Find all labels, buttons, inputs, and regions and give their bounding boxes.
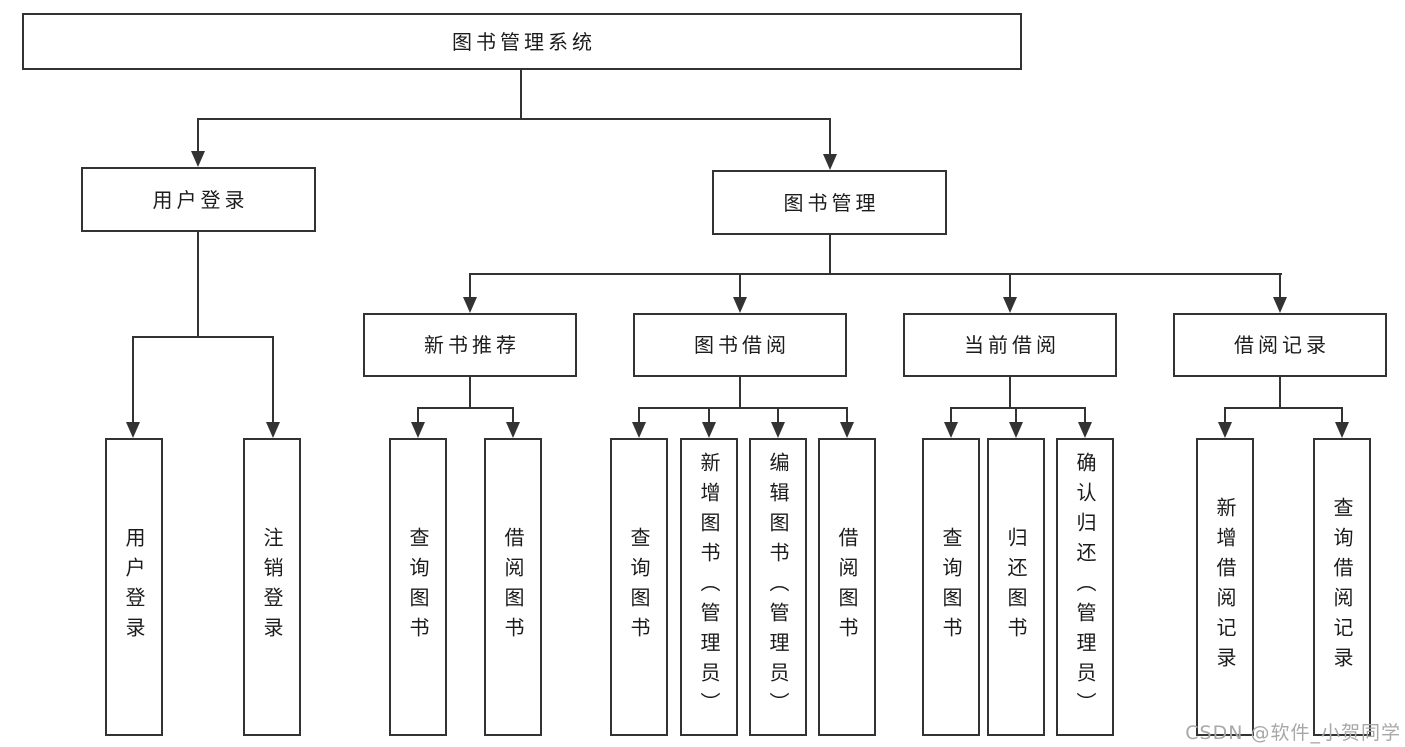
arrowhead-icon [823,154,837,170]
node-return-books: 归还图书 [987,438,1045,736]
node-confirm-return-admin: 确认归还（管理员） [1056,438,1114,736]
arrowhead-icon [702,422,716,438]
csdn-watermark: CSDN @软件_小贺同学 [1185,722,1401,744]
node-label: 查询图书 [627,527,651,647]
arrowhead-icon [1003,297,1017,313]
connector-line [520,70,522,119]
node-label: 查询图书 [406,527,430,647]
connector-line [1009,377,1011,408]
connector-line [1341,407,1343,424]
connector-line [1015,407,1017,424]
node-add-books-admin: 新增图书（管理员） [680,438,738,736]
arrowhead-icon [944,422,958,438]
arrowhead-icon [191,151,205,167]
node-label: 确认归还（管理员） [1073,452,1097,722]
node-label: 借阅记录 [1234,333,1330,357]
arrowhead-icon [1078,422,1092,438]
connector-line [512,407,514,424]
connector-line [469,377,471,408]
connector-line [272,336,274,424]
connector-line [417,407,514,409]
connector-line [708,407,710,424]
connector-line [829,235,831,274]
arrowhead-icon [771,422,785,438]
connector-line [132,336,134,424]
node-label: 注销登录 [260,527,284,647]
arrowhead-icon [1218,422,1232,438]
node-label: 借阅图书 [835,527,859,647]
node-book-management: 图书管理 [712,170,947,235]
arrowhead-icon [463,297,477,313]
node-label: 图书管理系统 [452,29,596,54]
node-label: 新增图书（管理员） [697,452,721,722]
connector-line [197,232,199,337]
node-label: 新书推荐 [424,333,520,357]
node-book-borrowing: 图书借阅 [633,313,847,377]
connector-line [1279,273,1281,299]
arrowhead-icon [1009,422,1023,438]
arrowhead-icon [733,297,747,313]
node-user-login: 用户登录 [81,167,316,232]
arrowhead-icon [840,422,854,438]
connector-line [1224,407,1226,424]
node-label: 归还图书 [1004,527,1028,647]
node-user-login-leaf: 用户登录 [105,438,163,736]
connector-line [846,407,848,424]
node-label: 用户登录 [152,187,249,212]
connector-line [132,336,274,338]
node-label: 当前借阅 [964,333,1060,357]
node-query-borrow-record: 查询借阅记录 [1313,438,1371,736]
node-edit-books-admin: 编辑图书（管理员） [749,438,807,736]
connector-line [739,377,741,408]
node-new-book-recommendation: 新书推荐 [363,313,577,377]
node-borrow-query-books: 查询图书 [610,438,668,736]
node-logout: 注销登录 [243,438,301,736]
connector-line [950,407,952,424]
node-label: 查询借阅记录 [1330,497,1354,677]
node-borrowing-records: 借阅记录 [1173,313,1387,377]
node-current-query-books: 查询图书 [922,438,980,736]
node-borrow-books: 借阅图书 [818,438,876,736]
arrowhead-icon [1335,422,1349,438]
node-label: 新增借阅记录 [1213,497,1237,677]
connector-line [1009,273,1011,299]
connector-line [829,118,831,156]
arrowhead-icon [632,422,646,438]
node-current-borrowing: 当前借阅 [903,313,1117,377]
connector-line [638,407,848,409]
connector-line [777,407,779,424]
connector-line [197,118,199,154]
connector-line [950,407,1086,409]
arrowhead-icon [506,422,520,438]
connector-line [469,273,1282,275]
node-label: 借阅图书 [501,527,525,647]
connector-line [469,273,471,299]
connector-line [739,273,741,299]
connector-line [1224,407,1343,409]
connector-line [417,407,419,424]
node-recommend-borrow-books: 借阅图书 [484,438,542,736]
node-label: 用户登录 [122,527,146,647]
node-recommend-query-books: 查询图书 [389,438,447,736]
node-label: 图书借阅 [694,333,790,357]
node-label: 查询图书 [939,527,963,647]
arrowhead-icon [266,422,280,438]
connector-line [1084,407,1086,424]
connector-line [1279,377,1281,409]
connector-line [197,118,831,120]
connector-line [638,407,640,424]
node-library-management-system: 图书管理系统 [22,13,1022,70]
arrowhead-icon [126,422,140,438]
node-label: 编辑图书（管理员） [766,452,790,722]
node-label: 图书管理 [783,190,880,215]
arrowhead-icon [411,422,425,438]
arrowhead-icon [1273,297,1287,313]
node-add-borrow-record: 新增借阅记录 [1196,438,1254,736]
